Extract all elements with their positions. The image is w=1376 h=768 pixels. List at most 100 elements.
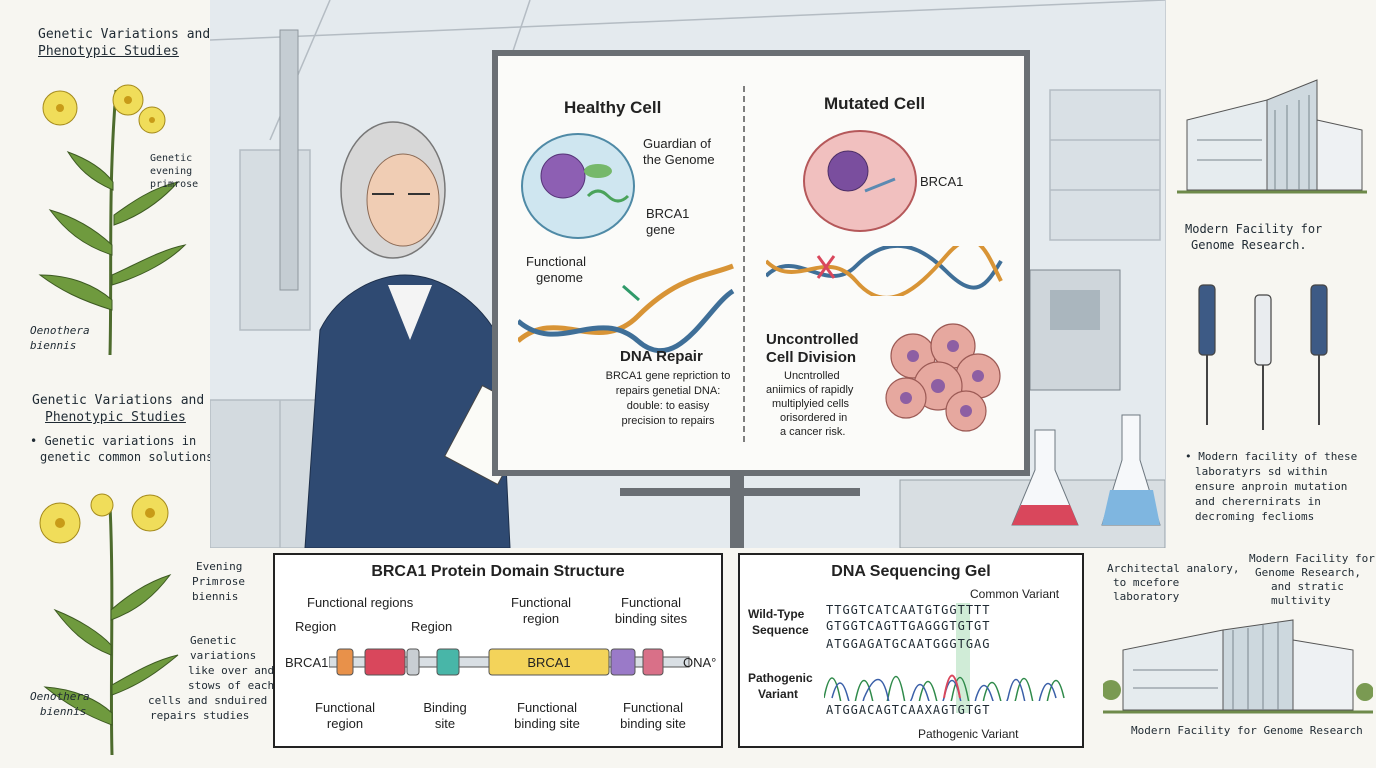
right-bottom-column: Architectal analory, to mcefore laborato… [1095, 548, 1376, 768]
functional-genome-line2: genome [536, 270, 583, 285]
left-column: Genetic Variations and Phenotypic Studie… [0, 0, 274, 768]
left-top-title-line2: Phenotypic Studies [38, 44, 179, 59]
protein-domain-bar [329, 648, 690, 676]
label-plant-line3: primrose [150, 179, 199, 190]
repair-desc-line1: BRCA1 gene repriction to [605, 370, 731, 382]
pathogenic-label-line1: Pathogenic [748, 671, 813, 685]
guardian-label-line1: Guardian of [643, 136, 711, 151]
sequence-row-2: GTGGTCAGTTGAGGGTGTGT [826, 619, 991, 633]
wild-type-label-line1: Wild-Type [748, 607, 805, 621]
functional-regions-label: Functional regions [307, 595, 414, 610]
common-name-line3: biennis [192, 590, 239, 603]
left-bottom-bullet-line2: genetic common solutions [40, 450, 214, 464]
functional-region-top-line2: region [522, 611, 560, 626]
dna-repair-title: DNA Repair [620, 348, 703, 365]
right-bullet-line4: and cherernirats in [1195, 495, 1321, 508]
mutated-desc-line5: a cancer risk. [780, 426, 846, 438]
latin-name-top-line1: Oenothera [30, 324, 90, 337]
note-line2: variations [190, 649, 257, 662]
right-top-column: Modern Facility for Genome Research. • M… [1165, 0, 1376, 548]
left-bottom-bullet-line1: • Genetic variations in [30, 434, 197, 448]
facility-note-line4: multivity [1271, 594, 1331, 607]
facility-label-line2: Genome Research. [1191, 238, 1307, 252]
facility-building-sketch-bottom [1103, 619, 1373, 714]
note-line1: Genetic [190, 634, 237, 647]
guardian-label-line2: the Genome [643, 152, 715, 167]
brca1-gene-label-line1: BRCA1 [646, 206, 690, 221]
sequence-row-3: ATGGAGATGCAATGGGTGAG [826, 637, 991, 651]
facility-building-sketch-top [1177, 79, 1367, 194]
repair-desc-line3: double: to easisy [626, 400, 710, 412]
bottom-functional-region-line1: Functional [315, 700, 375, 715]
note-line4: stows of each [188, 679, 275, 692]
binding-sites-top-line1: Functional [621, 595, 681, 610]
sequence-row-1: TTGGTCATCAATGTGGTTTT [826, 603, 991, 617]
mutated-cell-illustration [803, 130, 917, 232]
region-a-label: Region [295, 619, 337, 634]
functional-binding-site-line1: Functional [517, 700, 577, 715]
right-bullet-line5: decroming feclioms [1195, 510, 1315, 523]
pathogenic-label-line2: Variant [758, 687, 799, 701]
gel-panel-title: DNA Sequencing Gel [831, 563, 991, 580]
facility-note-line3: and stratic [1271, 580, 1344, 593]
center-domain-label: BRCA1 [527, 655, 571, 670]
functional-binding-site-line2: binding site [514, 716, 580, 731]
arch-note-line2: to mcefore [1113, 576, 1180, 589]
arch-note-line1: Architectal analory, [1107, 562, 1240, 575]
facility-note-line1: Modern Facility for [1249, 552, 1375, 565]
binding-site-line2: site [434, 716, 456, 731]
mutated-desc-line2: aniimics of rapidly [766, 384, 854, 396]
protein-right-end-label: ONA° [683, 655, 717, 670]
facility-caption: Modern Facility for Genome Research [1131, 724, 1363, 737]
arch-note-line3: laboratory [1113, 590, 1180, 603]
facility-label-line1: Modern Facility for [1185, 222, 1323, 236]
wild-type-label-line2: Sequence [752, 623, 809, 637]
protein-left-end-label: BRCA1 [285, 655, 329, 670]
dna-helix-healthy [518, 263, 735, 353]
label-plant-line1: Genetic [150, 153, 193, 164]
latin-name-top-line2: biennis [30, 339, 77, 352]
right-bullet-line3: ensure anproin mutation [1195, 480, 1348, 493]
brca1-gene-label-line2: gene [646, 222, 675, 237]
repair-desc-line4: precision to repairs [621, 415, 715, 427]
pipettes-illustration [1198, 284, 1328, 430]
repair-desc-line2: repairs genetial DNA: [615, 385, 721, 397]
sequence-row-4: ATGGACAGTCAAXAGTGTGT [826, 703, 991, 717]
uncontrolled-division-line1: Uncontrolled [766, 331, 859, 348]
common-name-line1: Evening [196, 560, 243, 573]
functional-region-top-line1: Functional [511, 595, 571, 610]
protein-panel-title: BRCA1 Protein Domain Structure [371, 563, 625, 580]
note-line6: repairs studies [150, 709, 250, 722]
uncontrolled-division-line2: Cell Division [766, 349, 857, 366]
healthy-cell-title: Healthy Cell [564, 98, 662, 117]
common-name-line2: Primrose [192, 575, 245, 588]
region-b-label: Region [411, 619, 453, 634]
mutated-cell-title: Mutated Cell [824, 94, 926, 113]
whiteboard: Healthy Cell Guardian of the Genome BRCA… [492, 50, 1030, 476]
right-bullet-line2: laboratyrs sd within [1195, 465, 1328, 478]
label-plant-line2: evening [150, 166, 193, 177]
pathogenic-variant-label: Pathogenic Variant [918, 727, 1019, 741]
functional-binding-site2-line2: binding site [620, 716, 686, 731]
binding-sites-top-line2: binding sites [614, 611, 688, 626]
latin-name-bottom-line2: biennis [40, 705, 87, 718]
bottom-functional-region-line2: region [326, 716, 364, 731]
left-bottom-title-line1: Genetic Variations and [32, 393, 205, 408]
evening-primrose-plant-bottom [39, 493, 179, 756]
sequencing-gel-panel: DNA Sequencing Gel Common Variant Wild-T… [738, 553, 1084, 748]
variant-highlight [956, 603, 970, 713]
healthy-cell-illustration [521, 133, 635, 239]
mutated-desc-line3: multiplyied cells [772, 398, 850, 410]
binding-site-line1: Binding [423, 700, 467, 715]
facility-note-line2: Genome Research, [1255, 566, 1361, 579]
right-bullet-line1: • Modern facility of these [1185, 450, 1358, 463]
tumor-cluster-illustration [885, 323, 1001, 432]
mutated-brca1-label: BRCA1 [920, 174, 964, 189]
mutated-desc-line4: orisordered in [780, 412, 848, 424]
left-top-title-line1: Genetic Variations and [38, 27, 211, 42]
mutated-desc-line1: Uncntrolled [784, 370, 840, 382]
functional-binding-site2-line1: Functional [623, 700, 683, 715]
left-bottom-title-line2: Phenotypic Studies [45, 410, 186, 425]
evening-primrose-plant-top [38, 84, 187, 356]
note-line3: like over and [188, 664, 275, 677]
